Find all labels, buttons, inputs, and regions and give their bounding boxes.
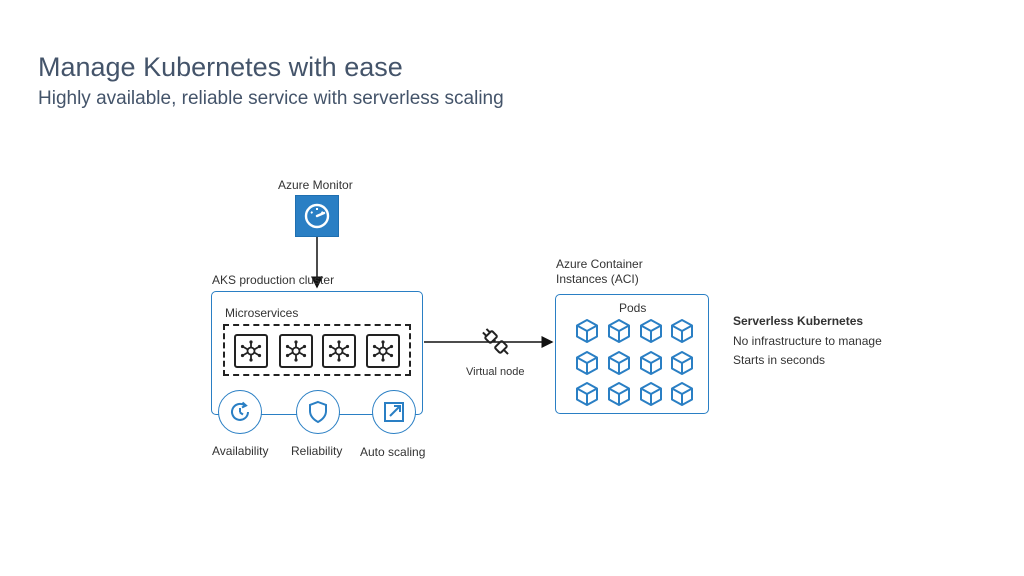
pod-cube xyxy=(607,381,631,407)
pod-cube xyxy=(670,381,694,407)
page-subtitle: Highly available, reliable service with … xyxy=(38,88,504,109)
cube-icon xyxy=(640,382,662,406)
serverless-heading: Serverless Kubernetes xyxy=(733,314,864,328)
plug-icon xyxy=(482,328,509,355)
aci-box xyxy=(555,294,709,414)
reliability-badge xyxy=(296,390,340,434)
pod-cube xyxy=(607,350,631,376)
cube-icon xyxy=(671,319,693,343)
cube-icon xyxy=(608,319,630,343)
auto-scaling-label: Auto scaling xyxy=(360,445,426,459)
aci-label-line2: Instances (ACI) xyxy=(556,272,639,286)
pod-cube xyxy=(575,350,599,376)
microservice-tile xyxy=(279,334,313,368)
pod-cube xyxy=(670,350,694,376)
availability-badge xyxy=(218,390,262,434)
pod-cube xyxy=(639,350,663,376)
microservice-tile xyxy=(366,334,400,368)
microservice-tile xyxy=(322,334,356,368)
cube-icon xyxy=(576,382,598,406)
network-node-icon xyxy=(372,340,394,362)
cube-icon xyxy=(671,382,693,406)
aci-label-line1: Azure Container xyxy=(556,257,643,271)
pods-label: Pods xyxy=(619,301,647,315)
pod-cube xyxy=(639,318,663,344)
pod-cube xyxy=(575,318,599,344)
network-node-icon xyxy=(240,340,262,362)
cube-icon xyxy=(576,319,598,343)
pod-cube xyxy=(575,381,599,407)
network-node-icon xyxy=(285,340,307,362)
cube-icon xyxy=(640,351,662,375)
microservice-tile xyxy=(234,334,268,368)
availability-label: Availability xyxy=(212,444,269,458)
cube-icon xyxy=(576,351,598,375)
auto-scaling-badge xyxy=(372,390,416,434)
cube-icon xyxy=(640,319,662,343)
pod-cube xyxy=(607,318,631,344)
shield-icon xyxy=(309,400,327,424)
azure-monitor-tile xyxy=(295,195,339,237)
cube-icon xyxy=(671,351,693,375)
gauge-icon xyxy=(304,203,330,229)
reliability-label: Reliability xyxy=(291,444,343,458)
serverless-line-2: Starts in seconds xyxy=(733,353,826,367)
microservices-group xyxy=(223,324,411,376)
aks-cluster-label: AKS production cluster xyxy=(212,273,335,287)
pod-cube xyxy=(670,318,694,344)
azure-monitor-label: Azure Monitor xyxy=(278,178,353,192)
network-node-icon xyxy=(328,340,350,362)
serverless-line-1: No infrastructure to manage xyxy=(733,334,882,348)
expand-icon xyxy=(384,402,404,422)
pod-cube xyxy=(639,381,663,407)
cube-icon xyxy=(608,382,630,406)
page-title: Manage Kubernetes with ease xyxy=(38,52,403,82)
virtual-node-label: Virtual node xyxy=(466,366,525,378)
clock-refresh-icon xyxy=(231,401,249,421)
microservices-label: Microservices xyxy=(225,306,299,320)
cube-icon xyxy=(608,351,630,375)
